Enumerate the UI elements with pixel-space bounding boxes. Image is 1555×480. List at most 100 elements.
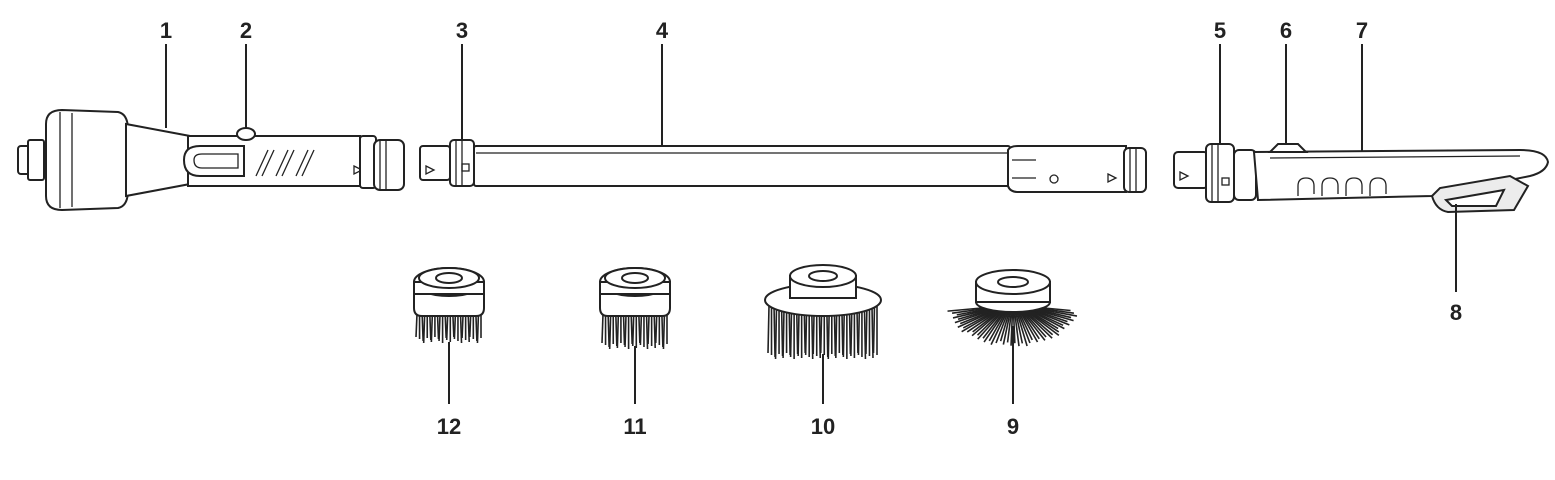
bristle	[990, 311, 1008, 345]
handle-part	[1173, 143, 1550, 214]
bristle	[453, 313, 457, 340]
bristle	[1026, 309, 1059, 330]
callout-8: 8	[1450, 300, 1462, 325]
head-end-part	[17, 108, 405, 212]
bristle	[638, 313, 641, 344]
bristle	[966, 309, 1001, 333]
bristle	[445, 313, 449, 341]
bristle	[415, 313, 418, 338]
bristle	[1022, 310, 1047, 338]
bristle	[622, 313, 626, 346]
bristle	[767, 305, 770, 354]
bristle	[976, 310, 1003, 336]
bristle	[452, 313, 455, 338]
callout-11: 11	[623, 414, 646, 439]
bristle	[865, 305, 868, 355]
bristle	[961, 309, 1000, 333]
callout-numbers: 1 2 3 4 5 6 7 8 9 10 11 12	[160, 18, 1462, 439]
bristle	[444, 313, 447, 339]
bristle	[988, 311, 1007, 342]
bristle	[467, 313, 470, 343]
callout-6: 6	[1280, 18, 1292, 43]
bristle	[421, 313, 424, 342]
bristle	[982, 310, 1005, 339]
bristle	[1013, 311, 1020, 347]
bristle	[1002, 311, 1012, 345]
bristle	[662, 313, 666, 350]
callout-1: 1	[160, 18, 172, 43]
bristle	[436, 313, 440, 340]
bristle	[957, 308, 999, 329]
bristle	[1014, 311, 1024, 344]
bristle	[1020, 310, 1040, 340]
bristle	[615, 313, 618, 347]
bristle	[430, 313, 434, 343]
bristle	[476, 313, 480, 344]
leader-lines	[165, 44, 1457, 404]
callout-9: 9	[1007, 414, 1019, 439]
bristle	[1028, 308, 1070, 326]
callout-5: 5	[1214, 18, 1226, 43]
callout-3: 3	[456, 18, 468, 43]
bristle	[616, 313, 620, 349]
bristle	[962, 308, 999, 329]
brush-head-flared-part	[947, 269, 1078, 347]
callout-4: 4	[656, 18, 669, 43]
bristle	[608, 313, 612, 350]
bristle	[788, 305, 791, 356]
bristle	[647, 313, 650, 345]
bristle	[857, 305, 861, 356]
bristle	[639, 313, 643, 346]
bristle	[1017, 311, 1031, 344]
release-button-shape	[236, 127, 256, 141]
bristle	[630, 313, 633, 345]
bristle	[1012, 311, 1016, 344]
bristle	[1025, 309, 1060, 337]
bristle	[1006, 311, 1013, 343]
bristle	[461, 313, 464, 339]
bristle	[1021, 310, 1046, 341]
bristle	[459, 313, 463, 344]
bristle	[1023, 310, 1053, 339]
extension-rod-part	[419, 139, 1147, 193]
bristle	[782, 305, 785, 359]
bristle	[972, 309, 1001, 333]
callout-12: 12	[437, 414, 461, 439]
bristle	[1019, 311, 1039, 343]
bristle	[1027, 308, 1064, 327]
brush-head-medium-part	[413, 267, 485, 344]
bristle	[422, 313, 426, 344]
handle-button-shape	[1267, 143, 1309, 153]
bristle	[774, 305, 778, 360]
bristle	[438, 313, 441, 342]
bristle	[601, 313, 604, 344]
bristle	[977, 310, 1004, 340]
bristle	[773, 305, 776, 358]
bristle	[959, 308, 998, 325]
callout-7: 7	[1356, 18, 1368, 43]
bristle	[624, 313, 627, 348]
bristle	[999, 311, 1010, 342]
bristle	[468, 313, 472, 338]
bristle	[1018, 311, 1033, 341]
bristle	[789, 305, 793, 358]
bristle	[607, 313, 610, 348]
bristle	[995, 311, 1009, 344]
bristle	[429, 313, 432, 341]
bristle	[654, 313, 658, 344]
bristle	[983, 310, 1006, 343]
bristle	[1027, 308, 1065, 330]
bristle	[1010, 311, 1014, 346]
bristle	[475, 313, 478, 342]
bristle	[661, 313, 664, 348]
callout-10: 10	[811, 414, 835, 439]
brush-head-large-flat-part	[764, 264, 882, 360]
bristle	[1025, 309, 1060, 333]
bristle	[1016, 311, 1028, 347]
bristle	[631, 313, 635, 347]
callout-2: 2	[240, 18, 252, 43]
bristle	[872, 305, 876, 354]
bristle	[780, 305, 784, 357]
bristle	[1024, 309, 1054, 336]
